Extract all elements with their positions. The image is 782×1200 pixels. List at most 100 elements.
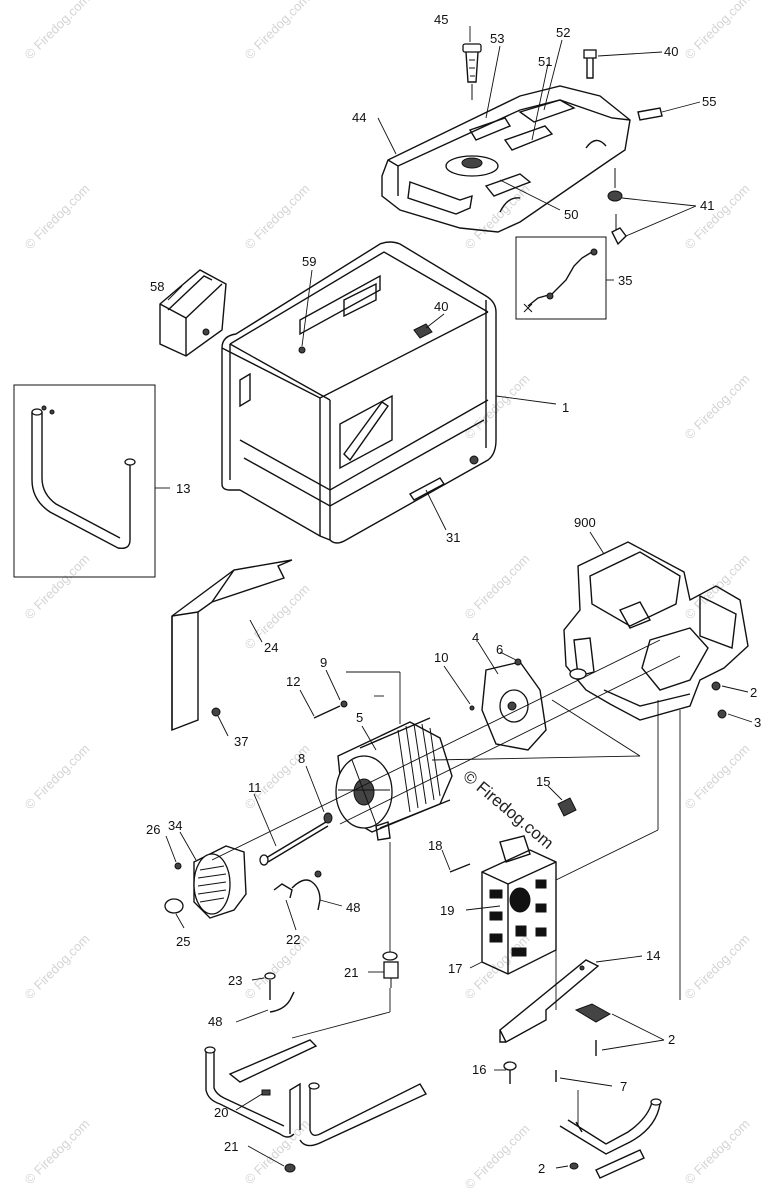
- callout-label: 15: [536, 774, 550, 789]
- frame-washer: [413, 323, 433, 339]
- callout-label: 9: [320, 655, 327, 670]
- cradle-hardware: [264, 972, 296, 1173]
- watermark: © Firedog.com: [242, 931, 313, 1002]
- callout-label: 12: [286, 674, 300, 689]
- panel-bracket: [171, 559, 293, 732]
- callout-label: 900: [574, 515, 596, 530]
- adapter-bolt: [514, 658, 522, 666]
- parts-layer: [13, 43, 749, 1179]
- fuel-line-assembly: [515, 236, 607, 320]
- end-cap: [164, 898, 184, 914]
- right-cradle: [559, 1098, 662, 1179]
- callout-label: 58: [150, 279, 164, 294]
- brush-assembly: [273, 870, 322, 911]
- cover-screw: [174, 862, 182, 870]
- watermark: © Firedog.com: [462, 371, 533, 442]
- callout-label: 2: [538, 1161, 545, 1176]
- callout-label: 1: [562, 400, 569, 415]
- callout-label: 44: [352, 110, 366, 125]
- callout-label: 21: [224, 1139, 238, 1154]
- bracket-screw: [211, 707, 221, 717]
- wire-connector: [557, 797, 577, 817]
- callout-label: 11: [248, 780, 262, 795]
- callout-label: 40: [434, 299, 448, 314]
- callout-label: 51: [538, 54, 552, 69]
- callout-label: 25: [176, 934, 190, 949]
- callout-label: 21: [344, 965, 358, 980]
- callout-label: 53: [490, 31, 504, 46]
- watermark: © Firedog.com: [22, 931, 93, 1002]
- watermark: © Firedog.com: [22, 551, 93, 622]
- callout-label: 40: [664, 44, 678, 59]
- mount-bolt: [503, 1061, 517, 1084]
- callout-label: 41: [700, 198, 714, 213]
- callout-label: 13: [176, 481, 190, 496]
- through-bolt: [259, 821, 329, 866]
- end-cover: [193, 845, 247, 919]
- handle-kit: [13, 384, 156, 578]
- callout-label: 34: [168, 818, 182, 833]
- callout-label: 26: [146, 822, 160, 837]
- watermark: © Firedog.com: [22, 0, 93, 62]
- panel-screw: [449, 863, 471, 873]
- watermark: © Firedog.com: [682, 1116, 753, 1187]
- cradle-nut: [569, 1162, 579, 1170]
- callout-label: 48: [208, 1014, 222, 1029]
- callout-label: 16: [472, 1062, 486, 1077]
- muffler-grill: [489, 879, 547, 957]
- watermark: © Firedog.com: [682, 371, 753, 442]
- callout-label: 20: [214, 1105, 228, 1120]
- cover-vents: [197, 865, 227, 903]
- left-cradle: [204, 1039, 428, 1147]
- callout-labels: 45 53 52 40 51 55 44 50 41 59 58 40 35 1…: [146, 12, 761, 1176]
- watermark-layer: © Firedog.com © Firedog.com © Firedog.co…: [22, 0, 753, 1192]
- engine-mount: [574, 1003, 612, 1023]
- callout-label: 23: [228, 973, 242, 988]
- callout-label: 52: [556, 25, 570, 40]
- callout-label: 5: [356, 710, 363, 725]
- watermark: © Firedog.com: [682, 931, 753, 1002]
- watermark: © Firedog.com: [242, 1116, 313, 1187]
- callout-label: 24: [264, 640, 278, 655]
- callout-label: 17: [448, 961, 462, 976]
- callout-label: 10: [434, 650, 448, 665]
- callout-label: 14: [646, 948, 660, 963]
- callout-label: 2: [668, 1032, 675, 1047]
- watermark: © Firedog.com: [22, 741, 93, 812]
- callout-label: 2: [750, 685, 757, 700]
- stator-bolt: [313, 705, 341, 719]
- watermark: © Firedog.com: [242, 0, 313, 62]
- stator-washer: [340, 700, 348, 708]
- callout-label: 22: [286, 932, 300, 947]
- leader-lines: [155, 26, 753, 1169]
- fuel-valve-parts: [607, 168, 627, 246]
- muffler-bracket: [499, 959, 600, 1043]
- adapter-screw: [469, 705, 475, 711]
- watermark: © Firedog.com: [22, 1116, 93, 1187]
- fuel-cap-strainer: [462, 43, 482, 100]
- callout-label: 45: [434, 12, 448, 27]
- watermark: © Firedog.com: [462, 1121, 533, 1192]
- engine-adapter: [481, 661, 547, 751]
- callout-label: 37: [234, 734, 248, 749]
- tank-bolt: [583, 49, 597, 79]
- callout-label: 31: [446, 530, 460, 545]
- decal-tag: [637, 107, 663, 121]
- frame: [221, 241, 497, 544]
- callout-label: 8: [298, 751, 305, 766]
- stator-windings: [397, 723, 441, 813]
- callout-label: 59: [302, 254, 316, 269]
- callout-label: 3: [754, 715, 761, 730]
- watermark: © Firedog.com: [462, 181, 533, 252]
- engine: [563, 541, 749, 721]
- callout-label: 50: [564, 207, 578, 222]
- vibration-mount: [382, 951, 399, 988]
- watermark: © Firedog.com: [682, 0, 753, 62]
- callout-label: 35: [618, 273, 632, 288]
- callout-label: 6: [496, 642, 503, 657]
- control-box: [159, 269, 227, 357]
- fuel-tank: [381, 85, 631, 233]
- callout-label: 48: [346, 900, 360, 915]
- callout-label: 18: [428, 838, 442, 853]
- stator-rotor: [335, 717, 453, 841]
